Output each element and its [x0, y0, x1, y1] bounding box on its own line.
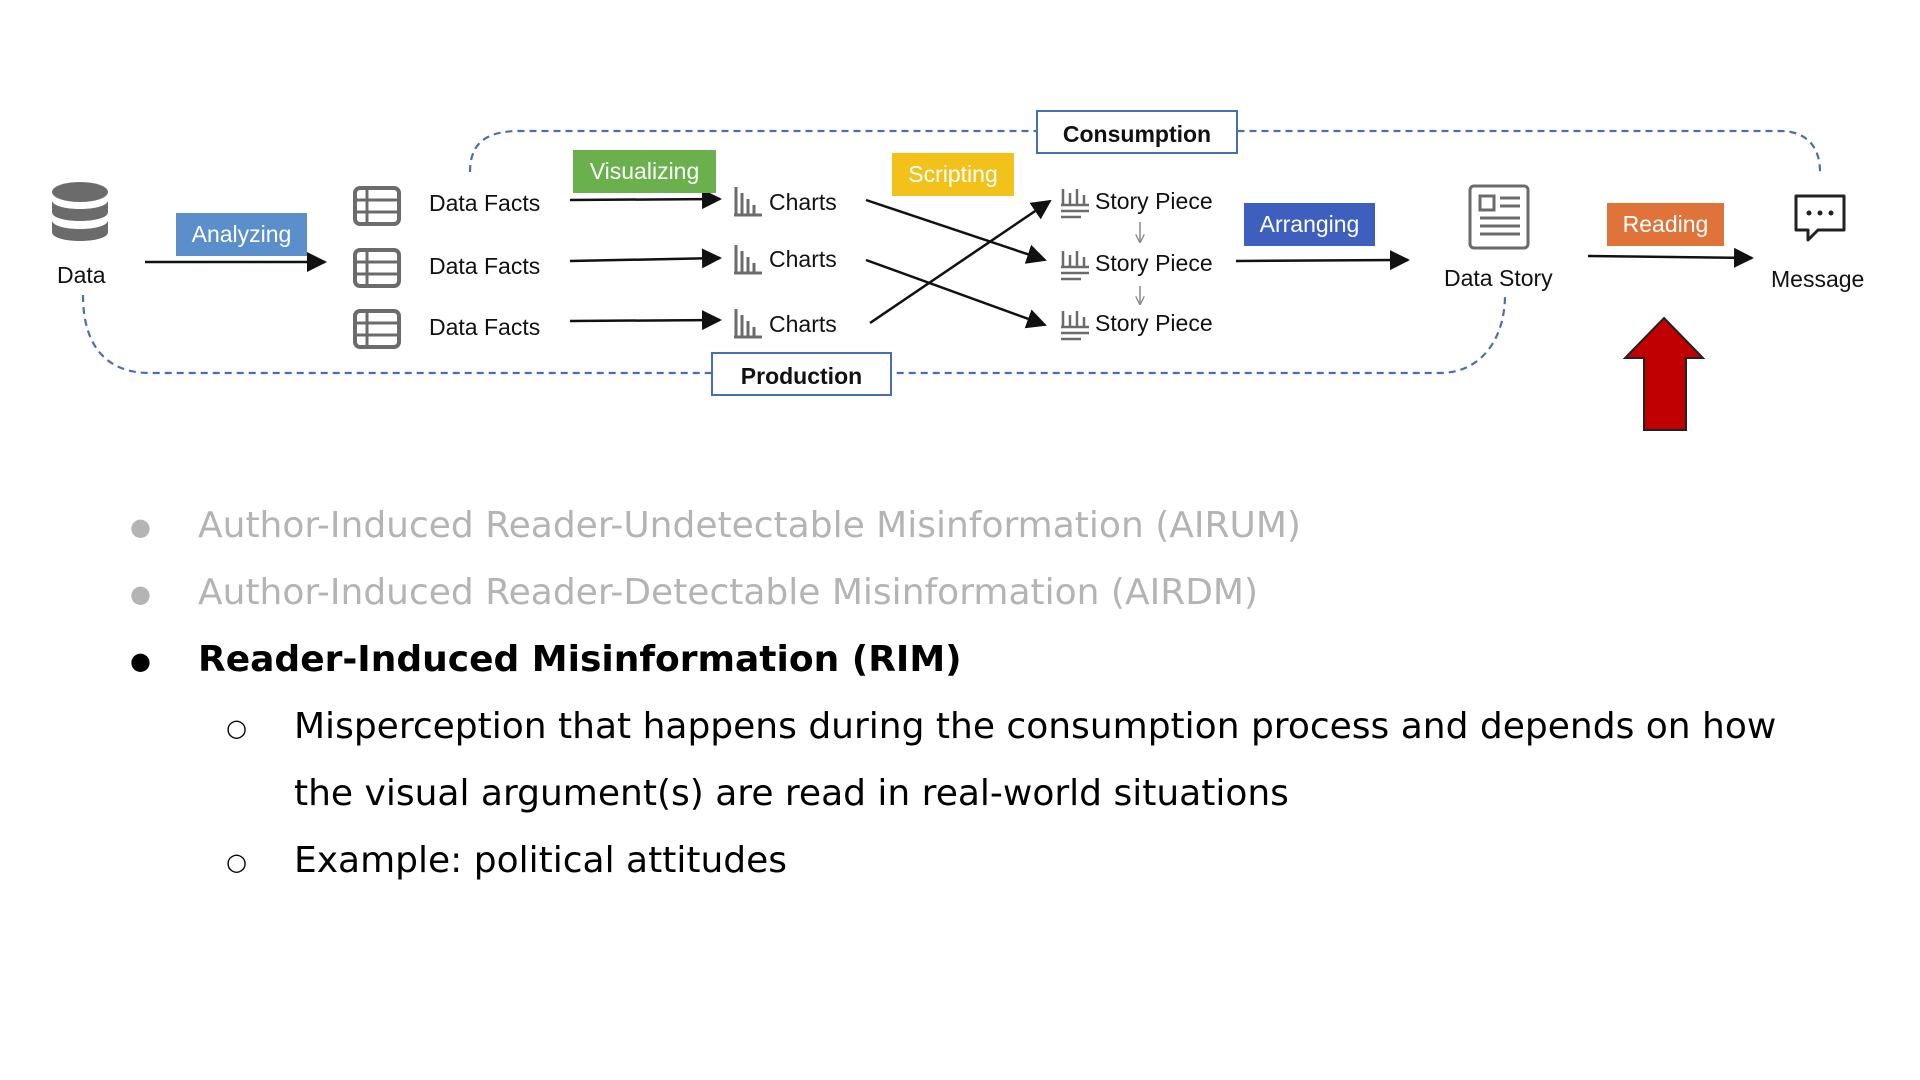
arranging-box — [1244, 203, 1375, 246]
bullet-text: Reader-Induced Misinformation (RIM) — [198, 639, 962, 680]
node-data-facts: Data Facts — [429, 253, 541, 279]
bullet-dot: ● — [130, 647, 151, 675]
data-story-pipeline-diagram — [52, 129, 1846, 431]
sub-bullet-text: Misperception that happens during the co… — [294, 706, 1777, 747]
phase-production: Production — [711, 352, 892, 396]
chart-with-lines-icon — [1061, 311, 1089, 341]
flow-arrow — [865, 198, 1047, 264]
bullet-text: Author-Induced Reader-Detectable Misinfo… — [198, 572, 1259, 613]
flow-arrow — [569, 189, 722, 210]
flow-arrow — [1235, 250, 1410, 271]
bar-chart-icon — [734, 309, 762, 339]
flow-arrow — [569, 310, 722, 331]
flow-arrow — [569, 248, 722, 269]
step-reading: Reading — [1622, 211, 1709, 237]
node-story-piece: Story Piece — [1095, 310, 1213, 336]
visualizing-box — [573, 150, 716, 193]
flow-arrow — [1587, 247, 1754, 268]
reading-box — [1607, 203, 1724, 246]
table-icon — [353, 248, 401, 288]
bullet-dot: ● — [130, 513, 151, 541]
node-data: Data — [57, 262, 106, 288]
bar-chart-icon — [734, 245, 762, 275]
bullet-dot: ● — [130, 580, 151, 608]
step-analyzing: Analyzing — [191, 221, 292, 247]
chart-with-lines-icon — [1061, 189, 1089, 219]
node-message: Message — [1771, 266, 1865, 292]
scripting-box — [892, 153, 1014, 196]
step-visualizing: Visualizing — [589, 158, 700, 184]
bullet-text: Author-Induced Reader-Undetectable Misin… — [198, 505, 1301, 546]
flow-arrow — [865, 258, 1047, 329]
node-data-facts: Data Facts — [429, 314, 541, 340]
sub-bullet-dot: ○ — [226, 848, 247, 876]
bar-chart-icon — [734, 187, 762, 217]
database-icon — [52, 182, 108, 241]
step-scripting: Scripting — [908, 161, 998, 187]
node-charts: Charts — [769, 311, 837, 337]
analyzing-box — [176, 213, 307, 256]
sub-bullet-text: the visual argument(s) are read in real-… — [294, 773, 1289, 814]
chat-bubble-icon — [1794, 194, 1846, 242]
sub-bullet-text: Example: political attitudes — [294, 840, 788, 881]
step-arranging: Arranging — [1259, 211, 1360, 237]
node-data-story: Data Story — [1444, 265, 1553, 291]
table-icon — [353, 309, 401, 349]
newspaper-icon — [1468, 184, 1530, 250]
node-charts: Charts — [769, 246, 837, 272]
phase-consumption: Consumption — [1036, 110, 1238, 154]
consumption-loop — [468, 129, 1822, 173]
up-arrow-icon — [1622, 316, 1706, 431]
chart-with-lines-icon — [1061, 251, 1089, 281]
table-icon — [353, 186, 401, 226]
node-data-facts: Data Facts — [429, 190, 541, 216]
node-story-piece: Story Piece — [1095, 188, 1213, 214]
flow-arrow — [869, 199, 1052, 325]
sub-bullet-dot: ○ — [226, 714, 247, 742]
node-charts: Charts — [769, 189, 837, 215]
node-story-piece: Story Piece — [1095, 250, 1213, 276]
